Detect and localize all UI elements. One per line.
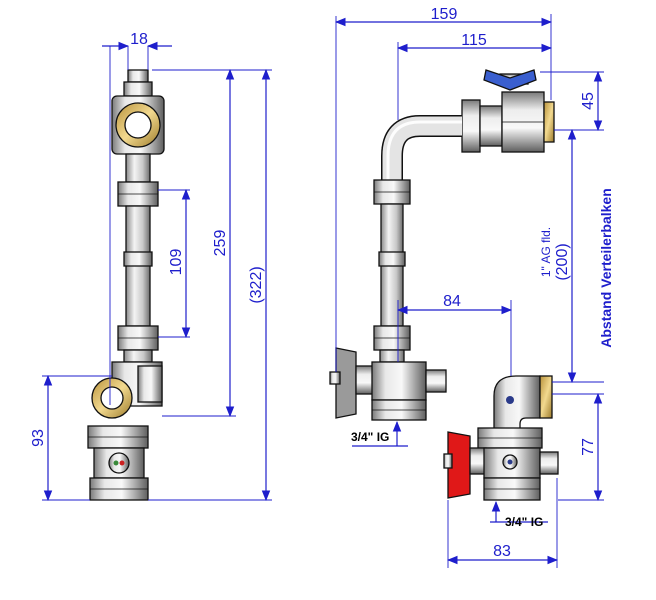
label-thread-left: 3/4" IG — [351, 430, 389, 444]
label-distributor-spacing: Abstand Verteilerbalken — [598, 188, 614, 348]
top-brass-thread — [543, 101, 555, 143]
right-tube-ferrule — [378, 251, 406, 267]
label-thread-right: 3/4" IG — [505, 515, 543, 529]
left-view-assembly — [87, 69, 165, 501]
left-valve-side-port — [425, 369, 447, 393]
dim-offset-84: 84 — [443, 293, 461, 310]
top-union-collar — [479, 105, 503, 147]
valve-stem — [108, 452, 130, 474]
left-valve-stem — [355, 365, 375, 395]
left-valve-handle — [335, 347, 357, 419]
tube-ferrule — [123, 251, 153, 267]
dim-total-322: (322) — [248, 266, 265, 303]
right-view-assembly — [329, 69, 559, 501]
right-view-dimensions: 159 115 84 83 45 (200) Abstand Verteiler… — [334, 6, 614, 568]
side-port — [137, 365, 163, 403]
left-view-dimensions: 18 109 259 (322) 93 — [30, 31, 272, 502]
bottom-valve-side-port — [539, 451, 559, 475]
bottom-valve-handle-red — [447, 431, 471, 499]
dim-top-115: 115 — [461, 32, 487, 49]
dim-spacing-200: (200) — [554, 243, 571, 280]
dim-right-77: 77 — [580, 438, 597, 456]
dim-tube-109: 109 — [168, 249, 185, 276]
top-nut — [123, 81, 153, 97]
bottom-elbow — [493, 375, 541, 431]
dim-right-45: 45 — [580, 92, 597, 110]
label-thread-1in: 1" AG fld. — [539, 227, 553, 277]
upper-neck — [125, 153, 151, 183]
dim-top-159: 159 — [431, 6, 458, 23]
bent-tube-fill — [382, 116, 462, 180]
dim-bottom-83: 83 — [493, 543, 511, 560]
top-valve-handle-blue — [483, 69, 537, 91]
top-ring-bore — [124, 111, 152, 139]
dim-width-18: 18 — [130, 31, 148, 48]
left-valve-body — [371, 361, 427, 401]
lower-neck — [123, 349, 153, 363]
dim-mid-259: 259 — [212, 230, 229, 257]
top-cap — [127, 69, 149, 83]
top-union-nut — [461, 99, 481, 153]
elbow-port-mark — [506, 396, 514, 404]
bottom-brass-thread — [539, 375, 553, 419]
dim-bottom-93: 93 — [30, 429, 47, 447]
